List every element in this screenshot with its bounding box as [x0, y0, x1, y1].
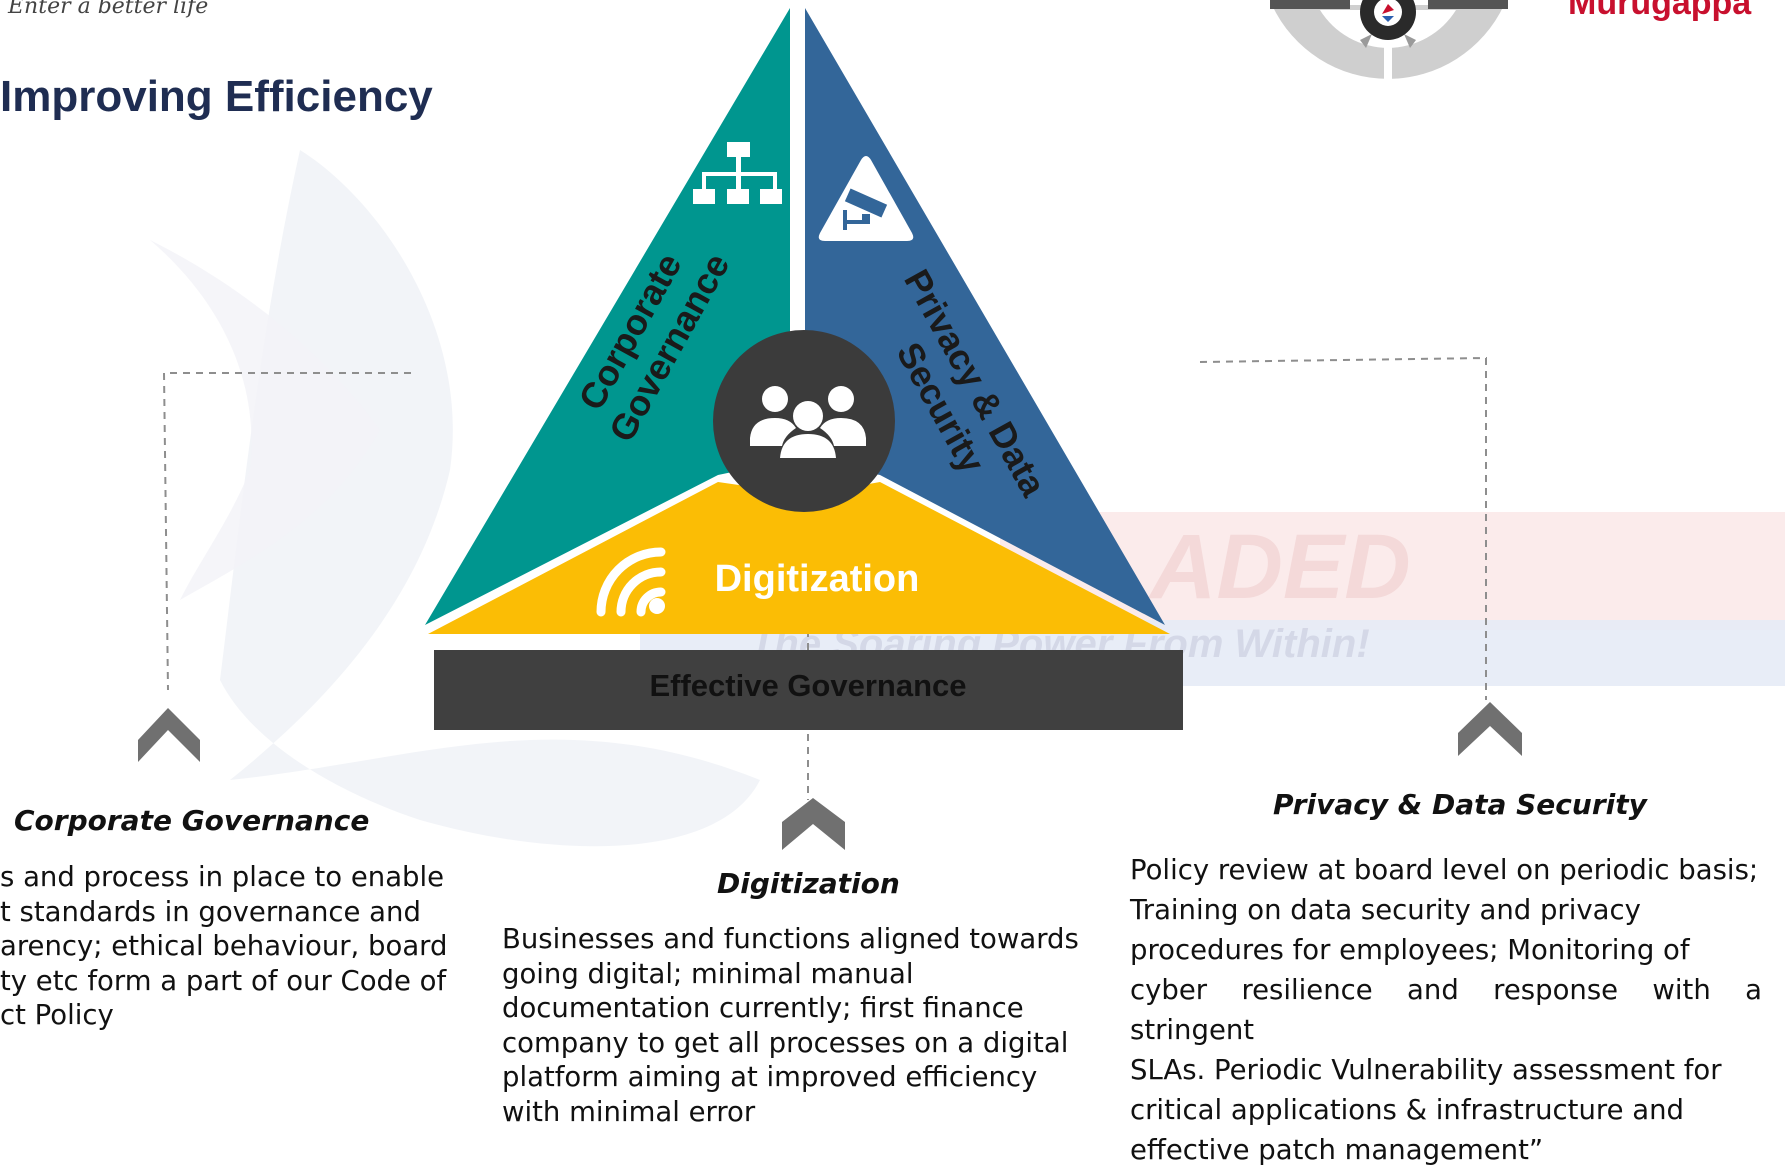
- eagle-watermark: [220, 150, 760, 847]
- effective-governance-label: Effective Governance: [649, 668, 966, 703]
- tagline: Enter a better life: [8, 0, 209, 19]
- text-line: documentation currently; first finance: [502, 992, 1024, 1024]
- text-line: ct Policy: [0, 999, 114, 1031]
- text-line: ty etc form a part of our Code of: [0, 964, 447, 997]
- watermark-word: ADED: [1150, 516, 1411, 618]
- privacy-data-security-text: Policy review at board level on periodic…: [1130, 850, 1762, 1170]
- connector-right: [1199, 356, 1487, 700]
- text-line: with minimal error: [502, 1095, 756, 1128]
- corporate-governance-heading: Corporate Governance: [14, 804, 370, 837]
- text-line: cyber resilience and response with a str…: [1130, 974, 1762, 1046]
- text-line: critical applications & infrastructure a…: [1130, 1094, 1684, 1126]
- text-line: company to get all processes on a digita…: [502, 1026, 1069, 1059]
- governance-triangle-diagram: Corporate Governance Privacy & Data Secu…: [425, 8, 1183, 730]
- connector-left: [162, 372, 411, 691]
- digitization-heading: Digitization: [717, 867, 900, 900]
- org-chart-icon: [693, 142, 782, 204]
- people-group-icon: [750, 386, 866, 458]
- digitization-label: Digitization: [715, 558, 920, 600]
- chevron-up-icon: [138, 708, 200, 762]
- text-line: platform aiming at improved efficiency: [502, 1061, 1038, 1093]
- text-line: s and process in place to enable: [0, 861, 445, 893]
- chevron-up-icon: [1458, 702, 1522, 756]
- segment-digitization: [428, 482, 1170, 634]
- segment-privacy-data-security: [805, 8, 1165, 625]
- text-line: going digital; minimal manual: [502, 957, 914, 990]
- connector-lines: [138, 356, 1522, 850]
- text-line: arency; ethical behaviour, board: [0, 930, 448, 962]
- wifi-icon: [596, 547, 666, 617]
- page-title: Improving Efficiency: [0, 72, 433, 121]
- text-line: procedures for employees; Monitoring of: [1130, 934, 1690, 966]
- text-line: t standards in governance and: [0, 895, 421, 928]
- brand-name: Murugappa: [1568, 0, 1752, 22]
- privacy-data-security-heading: Privacy & Data Security: [1273, 788, 1647, 821]
- text-line: SLAs. Periodic Vulnerability assessment …: [1130, 1054, 1722, 1086]
- brand-logo: [1270, 0, 1508, 140]
- base-bar: [434, 650, 1183, 730]
- corporate-governance-text: s and process in place to enable t stand…: [0, 860, 449, 1033]
- digitization-text: Businesses and functions aligned towards…: [502, 922, 1082, 1129]
- segment-corporate-governance: [425, 8, 790, 625]
- text-line: Businesses and functions aligned towards: [502, 923, 1079, 955]
- text-line: Training on data security and privacy: [1130, 894, 1641, 926]
- text-line: Policy review at board level on periodic…: [1130, 854, 1759, 886]
- chevron-up-icon: [782, 798, 845, 850]
- text-line: effective patch management”: [1130, 1134, 1544, 1166]
- cctv-camera-icon: [818, 156, 914, 241]
